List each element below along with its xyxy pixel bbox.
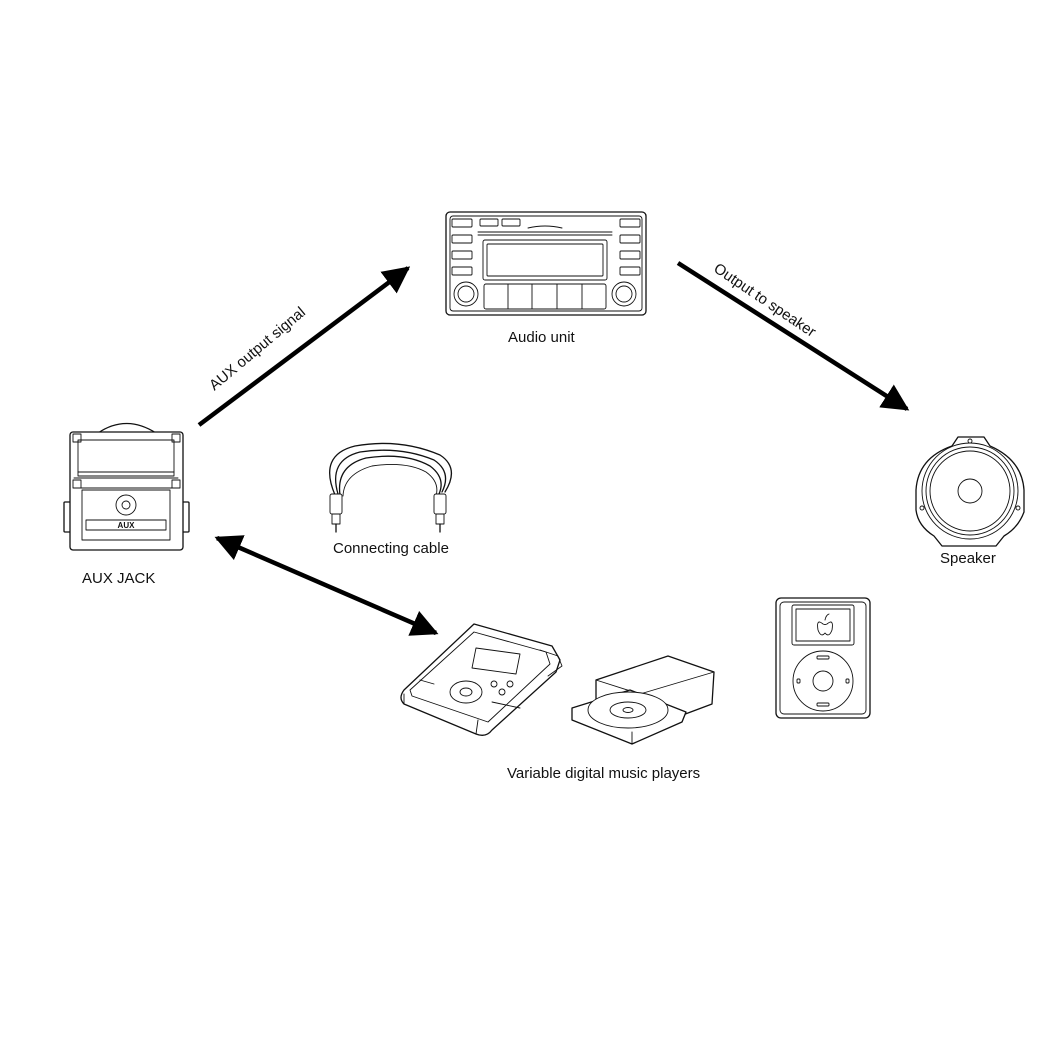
connecting-cable-label: Connecting cable (333, 540, 449, 557)
arrow-aux-to-audio (197, 266, 411, 427)
speaker-icon (915, 436, 1025, 547)
aux-panel-text: AUX (117, 521, 135, 530)
arrow-aux-players-bidirectional (214, 535, 439, 636)
audio-unit-label: Audio unit (508, 329, 575, 346)
mp3-player-icon (400, 623, 563, 736)
aux-jack-label: AUX JACK (82, 570, 156, 587)
cd-player-icon (571, 655, 715, 745)
speaker-label: Speaker (940, 550, 996, 567)
connecting-cable-icon (329, 442, 452, 533)
music-players-label: Variable digital music players (507, 765, 701, 782)
aux-jack-icon (63, 422, 190, 551)
ipod-icon (775, 597, 871, 719)
audio-unit-icon (445, 211, 647, 316)
arrow-audio-to-speaker (676, 261, 910, 411)
